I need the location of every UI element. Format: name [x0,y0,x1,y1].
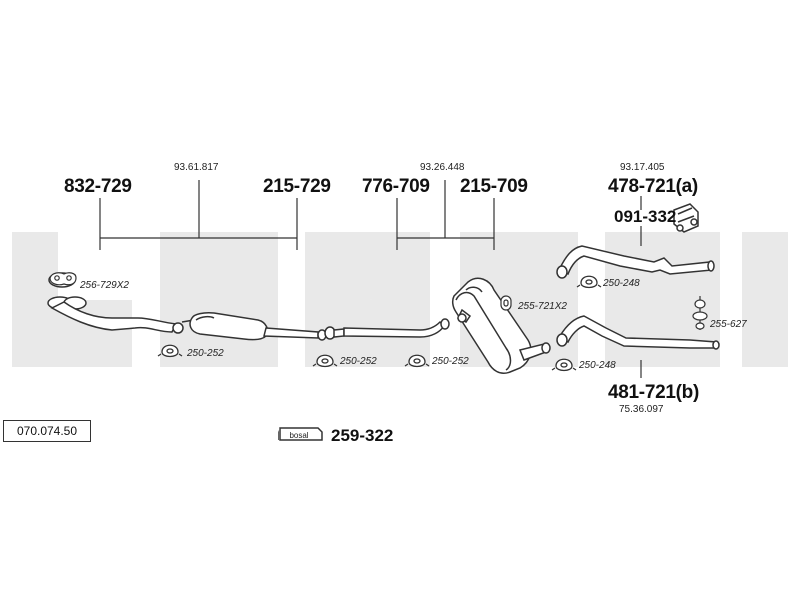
assembly-ref-middle: 93.26.448 [420,162,465,173]
assembly-ref-right-top: 93.17.405 [620,162,665,173]
silencer-badge-icon: bosal [278,427,323,441]
accessory-label: 250-252 [432,356,469,367]
rubber-hanger-drawing [692,296,708,330]
rubber-ring-icon [500,295,512,311]
watermark-text: bosal [370,300,373,301]
part-number: 215-709 [460,176,528,197]
tail-pipe-a-drawing [556,245,715,279]
part-number: 478-721(a) [608,176,698,197]
part-number: 776-709 [362,176,430,197]
clamp-icon [157,344,183,358]
badge-text: bosal [289,431,308,440]
accessory-label: 250-252 [187,348,224,359]
clamp-icon [404,354,430,368]
part-number: 091-332 [614,207,677,226]
center-muffler-drawing [181,312,327,341]
intermediate-pipe-drawing [324,318,450,340]
accessory-label: 250-252 [340,356,377,367]
clamp-icon [576,275,602,289]
assembly-ref-left: 93.61.817 [174,162,219,173]
accessory-label: 250-248 [579,360,616,371]
part-number: 481-721(b) [608,382,699,403]
catalog-number-box: 070.074.50 [3,420,91,442]
clamp-icon [312,354,338,368]
part-number: 215-729 [263,176,331,197]
accessory-label: 256-729X2 [80,280,129,291]
hanger-bracket-drawing [673,203,699,233]
assembly-ref-right-bottom: 75.36.097 [619,404,664,415]
accessory-label: 255-627 [710,319,747,330]
part-number: 832-729 [64,176,132,197]
accessory-label: 250-248 [603,278,640,289]
part-number: 259-322 [331,426,394,445]
reference-brackets [99,180,642,378]
tail-pipe-b-drawing [556,315,720,350]
accessory-label: 255-721X2 [518,301,567,312]
gasket-icon [49,272,77,286]
clamp-icon [551,358,577,372]
rear-muffler-drawing [451,277,551,374]
